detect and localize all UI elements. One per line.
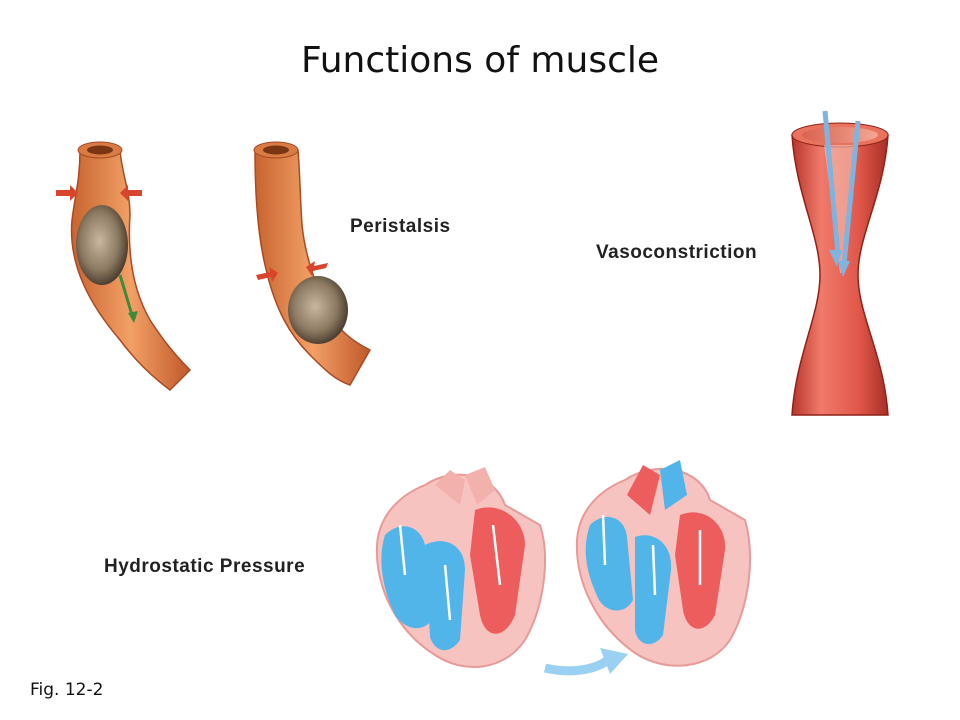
label-vasoconstriction: Vasoconstriction xyxy=(596,242,758,263)
peristalsis-illustration-2 xyxy=(253,141,372,386)
heart-illustration-2 xyxy=(575,460,751,667)
arrow-icon xyxy=(543,648,628,676)
slide-title: Functions of muscle xyxy=(300,40,660,81)
vasoconstriction-illustration xyxy=(791,110,889,416)
figure-caption: Fig. 12-2 xyxy=(30,680,104,700)
label-peristalsis: Peristalsis xyxy=(350,216,451,237)
heart-illustration-1 xyxy=(375,467,546,668)
peristalsis-illustration-1 xyxy=(56,141,192,391)
label-hydrostatic-pressure: Hydrostatic Pressure xyxy=(104,556,306,577)
